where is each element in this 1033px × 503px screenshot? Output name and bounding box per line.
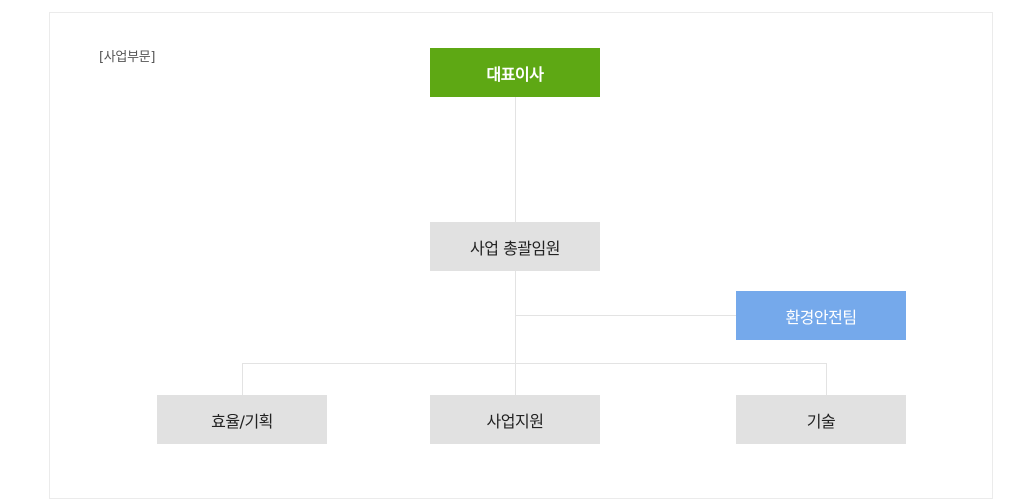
section-label: [사업부문] [99, 50, 156, 65]
staff-team-box: 환경안전팀 [736, 291, 906, 340]
department-box-support: 사업지원 [430, 395, 600, 444]
connector-tech-drop [826, 363, 827, 395]
department-box-plan: 효율/기획 [157, 395, 327, 444]
department-box-tech: 기술 [736, 395, 906, 444]
connector-plan-drop [242, 363, 243, 395]
executive-box: 사업 총괄임원 [430, 222, 600, 271]
connector-staff-team [515, 315, 736, 316]
connector-executive-to-branch [515, 271, 516, 395]
connector-department-bus [242, 363, 827, 364]
connector-ceo-to-executive [515, 97, 516, 222]
ceo-box: 대표이사 [430, 48, 600, 97]
